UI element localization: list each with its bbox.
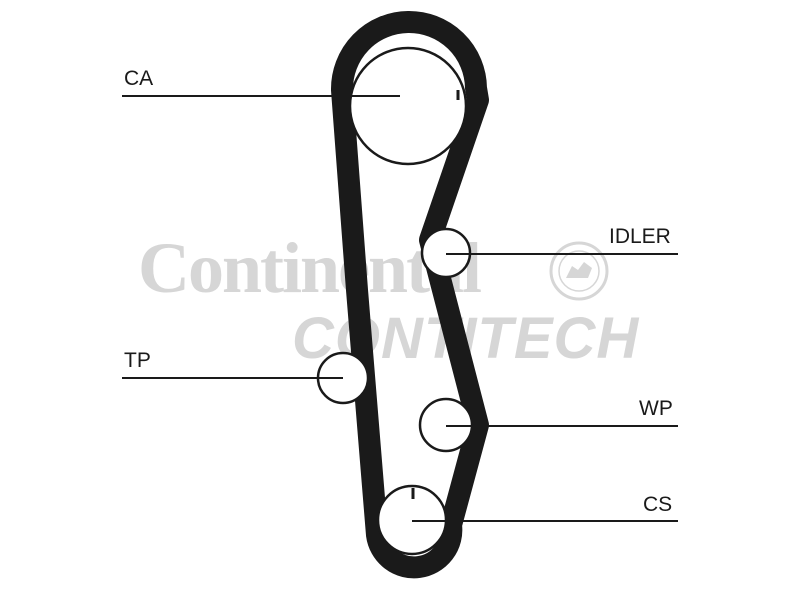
continental-seal-logo [549, 241, 609, 301]
leader-lines [122, 95, 678, 522]
wp-label: WP [639, 397, 673, 420]
timing-belt [330, 11, 489, 579]
idler-label: IDLER [609, 225, 671, 248]
ca-label: CA [124, 67, 154, 90]
camshaft-pulley [348, 46, 468, 166]
tp-label: TP [124, 349, 151, 372]
cs-label: CS [643, 493, 673, 516]
